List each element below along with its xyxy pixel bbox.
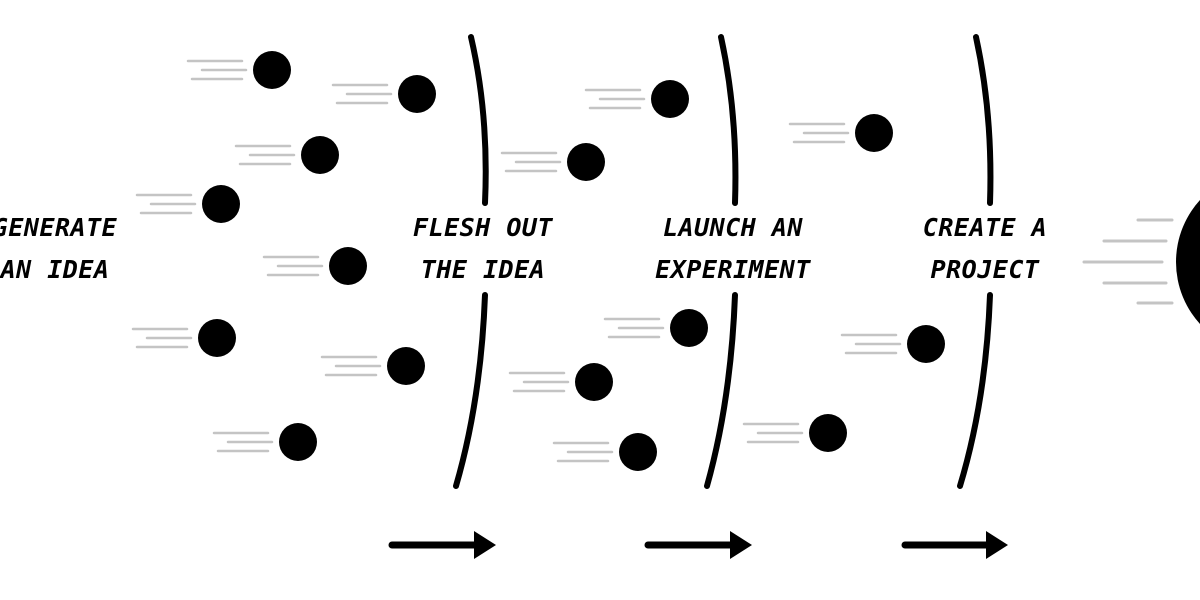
stage-label-launch-line2: EXPERIMENT bbox=[655, 255, 811, 284]
stage-barrier-line bbox=[718, 34, 739, 206]
idea-dot bbox=[651, 80, 689, 118]
stage-label-create-line1: CREATE A bbox=[922, 213, 1048, 242]
idea-dot bbox=[907, 325, 945, 363]
stage-barrier-line bbox=[468, 34, 489, 206]
stage-label-generate: GENERATE AN IDEA bbox=[0, 207, 117, 291]
idea-dot bbox=[670, 309, 708, 347]
idea-dot bbox=[619, 433, 657, 471]
stage-label-flesh-out-line1: FLESH OUT bbox=[413, 213, 553, 242]
idea-dot bbox=[202, 185, 240, 223]
idea-dot bbox=[387, 347, 425, 385]
idea-dot bbox=[567, 143, 605, 181]
stage-label-flesh-out: FLESH OUT THE IDEA bbox=[413, 207, 553, 291]
idea-dot bbox=[855, 114, 893, 152]
stage-label-launch: LAUNCH AN EXPERIMENT bbox=[655, 207, 811, 291]
idea-dot bbox=[575, 363, 613, 401]
idea-dot bbox=[253, 51, 291, 89]
stage-barrier-line bbox=[973, 34, 994, 206]
idea-dot bbox=[279, 423, 317, 461]
final-idea-dot bbox=[1176, 200, 1200, 324]
stage-label-launch-line1: LAUNCH AN bbox=[663, 213, 803, 242]
idea-dot bbox=[398, 75, 436, 113]
flow-arrow-icon bbox=[730, 531, 752, 559]
stage-label-flesh-out-line2: THE IDEA bbox=[420, 255, 546, 284]
stage-barrier-line bbox=[453, 292, 488, 489]
stage-label-create-line2: PROJECT bbox=[930, 255, 1040, 284]
stage-label-create: CREATE A PROJECT bbox=[923, 207, 1047, 291]
idea-dot bbox=[198, 319, 236, 357]
idea-dot bbox=[301, 136, 339, 174]
idea-dot bbox=[809, 414, 847, 452]
stage-label-generate-line1: GENERATE bbox=[0, 213, 118, 242]
stage-barrier-line bbox=[957, 292, 993, 489]
stage-barrier-line bbox=[704, 292, 738, 489]
stage-label-generate-line2: AN IDEA bbox=[0, 255, 110, 284]
flow-arrow-icon bbox=[986, 531, 1008, 559]
flow-arrow-icon bbox=[474, 531, 496, 559]
idea-dot bbox=[329, 247, 367, 285]
